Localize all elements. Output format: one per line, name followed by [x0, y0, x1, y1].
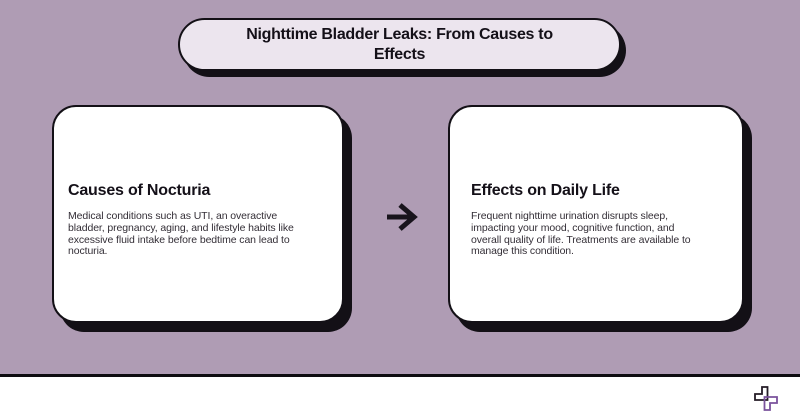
card-heading-effects: Effects on Daily Life	[471, 182, 620, 199]
split-cross-logo-icon	[753, 384, 779, 413]
card-body-effects: Frequent nighttime urination disrupts sl…	[471, 210, 691, 258]
card-body-causes: Medical conditions such as UTI, an overa…	[68, 210, 294, 258]
footer-bar	[0, 374, 800, 420]
card-heading-causes: Causes of Nocturia	[68, 182, 211, 199]
card-causes-of-nocturia: Causes of Nocturia Medical conditions su…	[52, 105, 344, 323]
right-arrow-icon	[384, 201, 420, 233]
page-title: Nighttime Bladder Leaks: From Causes to …	[246, 25, 553, 63]
title-banner: Nighttime Bladder Leaks: From Causes to …	[178, 18, 621, 71]
card-effects-on-daily-life: Effects on Daily Life Frequent nighttime…	[448, 105, 744, 323]
